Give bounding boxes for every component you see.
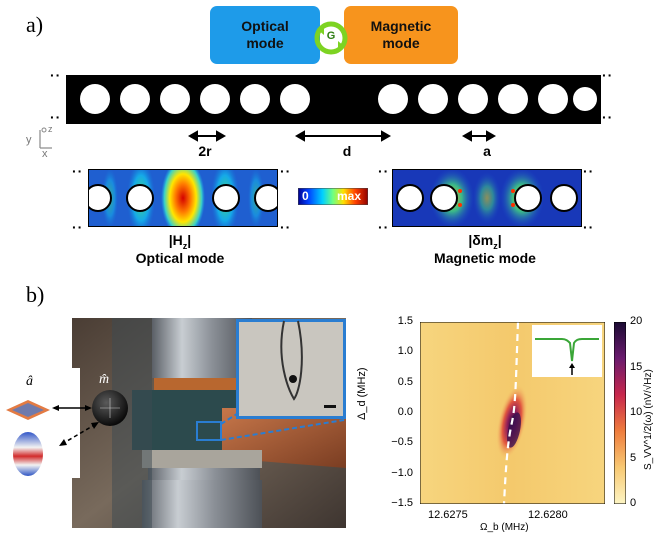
dim-d-label: d — [342, 143, 352, 159]
magnetic-map-dots-right-bottom: ·· — [583, 219, 595, 235]
y-tick-2: 0.5 — [397, 375, 413, 388]
optical-quantity-text: |H — [168, 232, 183, 248]
optical-box-line2: mode — [246, 35, 284, 51]
optical-map-dots-left: ·· — [72, 163, 84, 179]
panel-a-label: a) — [26, 12, 44, 37]
y-tick-6: −1.5 — [391, 497, 413, 509]
magnetic-map-dots-left-bottom: ·· — [378, 219, 390, 235]
magnetic-map-quantity: |δmz| — [450, 232, 520, 251]
coupling-g-label: G — [326, 30, 336, 42]
mode-diagram — [6, 390, 128, 476]
optical-field-map — [88, 169, 278, 227]
y-axis-label-text: Δ_d (MHz) — [356, 367, 368, 420]
dim-a-label: a — [483, 143, 491, 159]
optical-map-dots-left-bottom: ·· — [72, 219, 84, 235]
sphere-inset-photo — [236, 319, 346, 419]
dim-2r-label: 2r — [198, 143, 212, 159]
coupling-cycle-icon — [314, 21, 348, 55]
y-tick-5: −1.0 — [391, 466, 413, 479]
magnetic-quantity-end: | — [497, 232, 502, 248]
colorbar-tick-0: 20 — [630, 315, 643, 327]
mode-a-hat: â — [26, 374, 33, 389]
axis-x-label: x — [42, 148, 48, 160]
beam-right-dots: ·· — [602, 67, 614, 83]
x-tick-0: 12.6275 — [428, 509, 468, 521]
axis-z-label: z — [48, 124, 53, 134]
optical-map-quantity: |Hz| — [150, 232, 210, 251]
zoom-indicator — [196, 411, 345, 441]
dimension-arrows — [187, 130, 497, 142]
optical-quantity-sub: z — [182, 240, 188, 251]
colorbar-max-label: max — [337, 189, 362, 203]
beam-left-dots: ·· — [50, 67, 62, 83]
colorbar-min-label: 0 — [302, 189, 309, 203]
magnetic-box-line2: mode — [382, 35, 420, 51]
colorbar-tick-2: 10 — [630, 406, 643, 418]
magnetic-quantity-sub: z — [493, 240, 498, 251]
spectrum-colorbar — [614, 322, 626, 504]
colorbar-axis-label: S_VV^1/2(ω) (nV/√Hz) — [643, 369, 654, 470]
photonic-crystal-beam — [66, 75, 601, 124]
axis-y-label: y — [26, 134, 32, 146]
x-axis-label: Ω_b (MHz) — [480, 522, 529, 533]
dispersion-dashed-line — [502, 322, 520, 504]
magnetic-quantity-text: |δm — [468, 232, 494, 248]
mode-m-hat: m̂ — [99, 372, 110, 387]
x-tick-1: 12.6280 — [528, 509, 568, 521]
optical-map-dots-right: ·· — [280, 163, 292, 179]
optical-quantity-end: | — [187, 232, 192, 248]
transmission-inset — [532, 325, 602, 377]
beam-right-dots-bottom: ·· — [602, 109, 614, 125]
y-tick-1: 1.0 — [397, 345, 413, 358]
y-axis-label: Δ_d (MHz) — [356, 367, 368, 420]
y-tick-4: −0.5 — [391, 436, 413, 449]
magnetic-field-map — [392, 169, 582, 227]
optical-map-caption: Optical mode — [135, 250, 225, 266]
axes-icon — [39, 127, 52, 149]
magnetic-map-caption: Magnetic mode — [434, 250, 536, 266]
beam-left-dots-bottom: ·· — [50, 109, 62, 125]
colorbar-tick-1: 15 — [630, 360, 643, 373]
colorbar-axis-label-text: S_VV^1/2(ω) (nV/√Hz) — [643, 369, 654, 470]
magnetic-map-dots-left: ·· — [378, 163, 390, 179]
y-tick-3: 0.0 — [397, 406, 413, 418]
magnetic-map-dots-right: ·· — [583, 163, 595, 179]
panel-b-label: b) — [26, 282, 45, 307]
field-colorbar — [298, 188, 368, 205]
optical-box-line1: Optical — [241, 18, 289, 34]
y-tick-0: 1.5 — [397, 315, 413, 327]
colorbar-tick-3: 5 — [630, 451, 637, 464]
optical-map-dots-right-bottom: ·· — [280, 219, 292, 235]
colorbar-tick-4: 0 — [630, 497, 637, 509]
magnetic-box-line1: Magnetic — [370, 18, 432, 34]
